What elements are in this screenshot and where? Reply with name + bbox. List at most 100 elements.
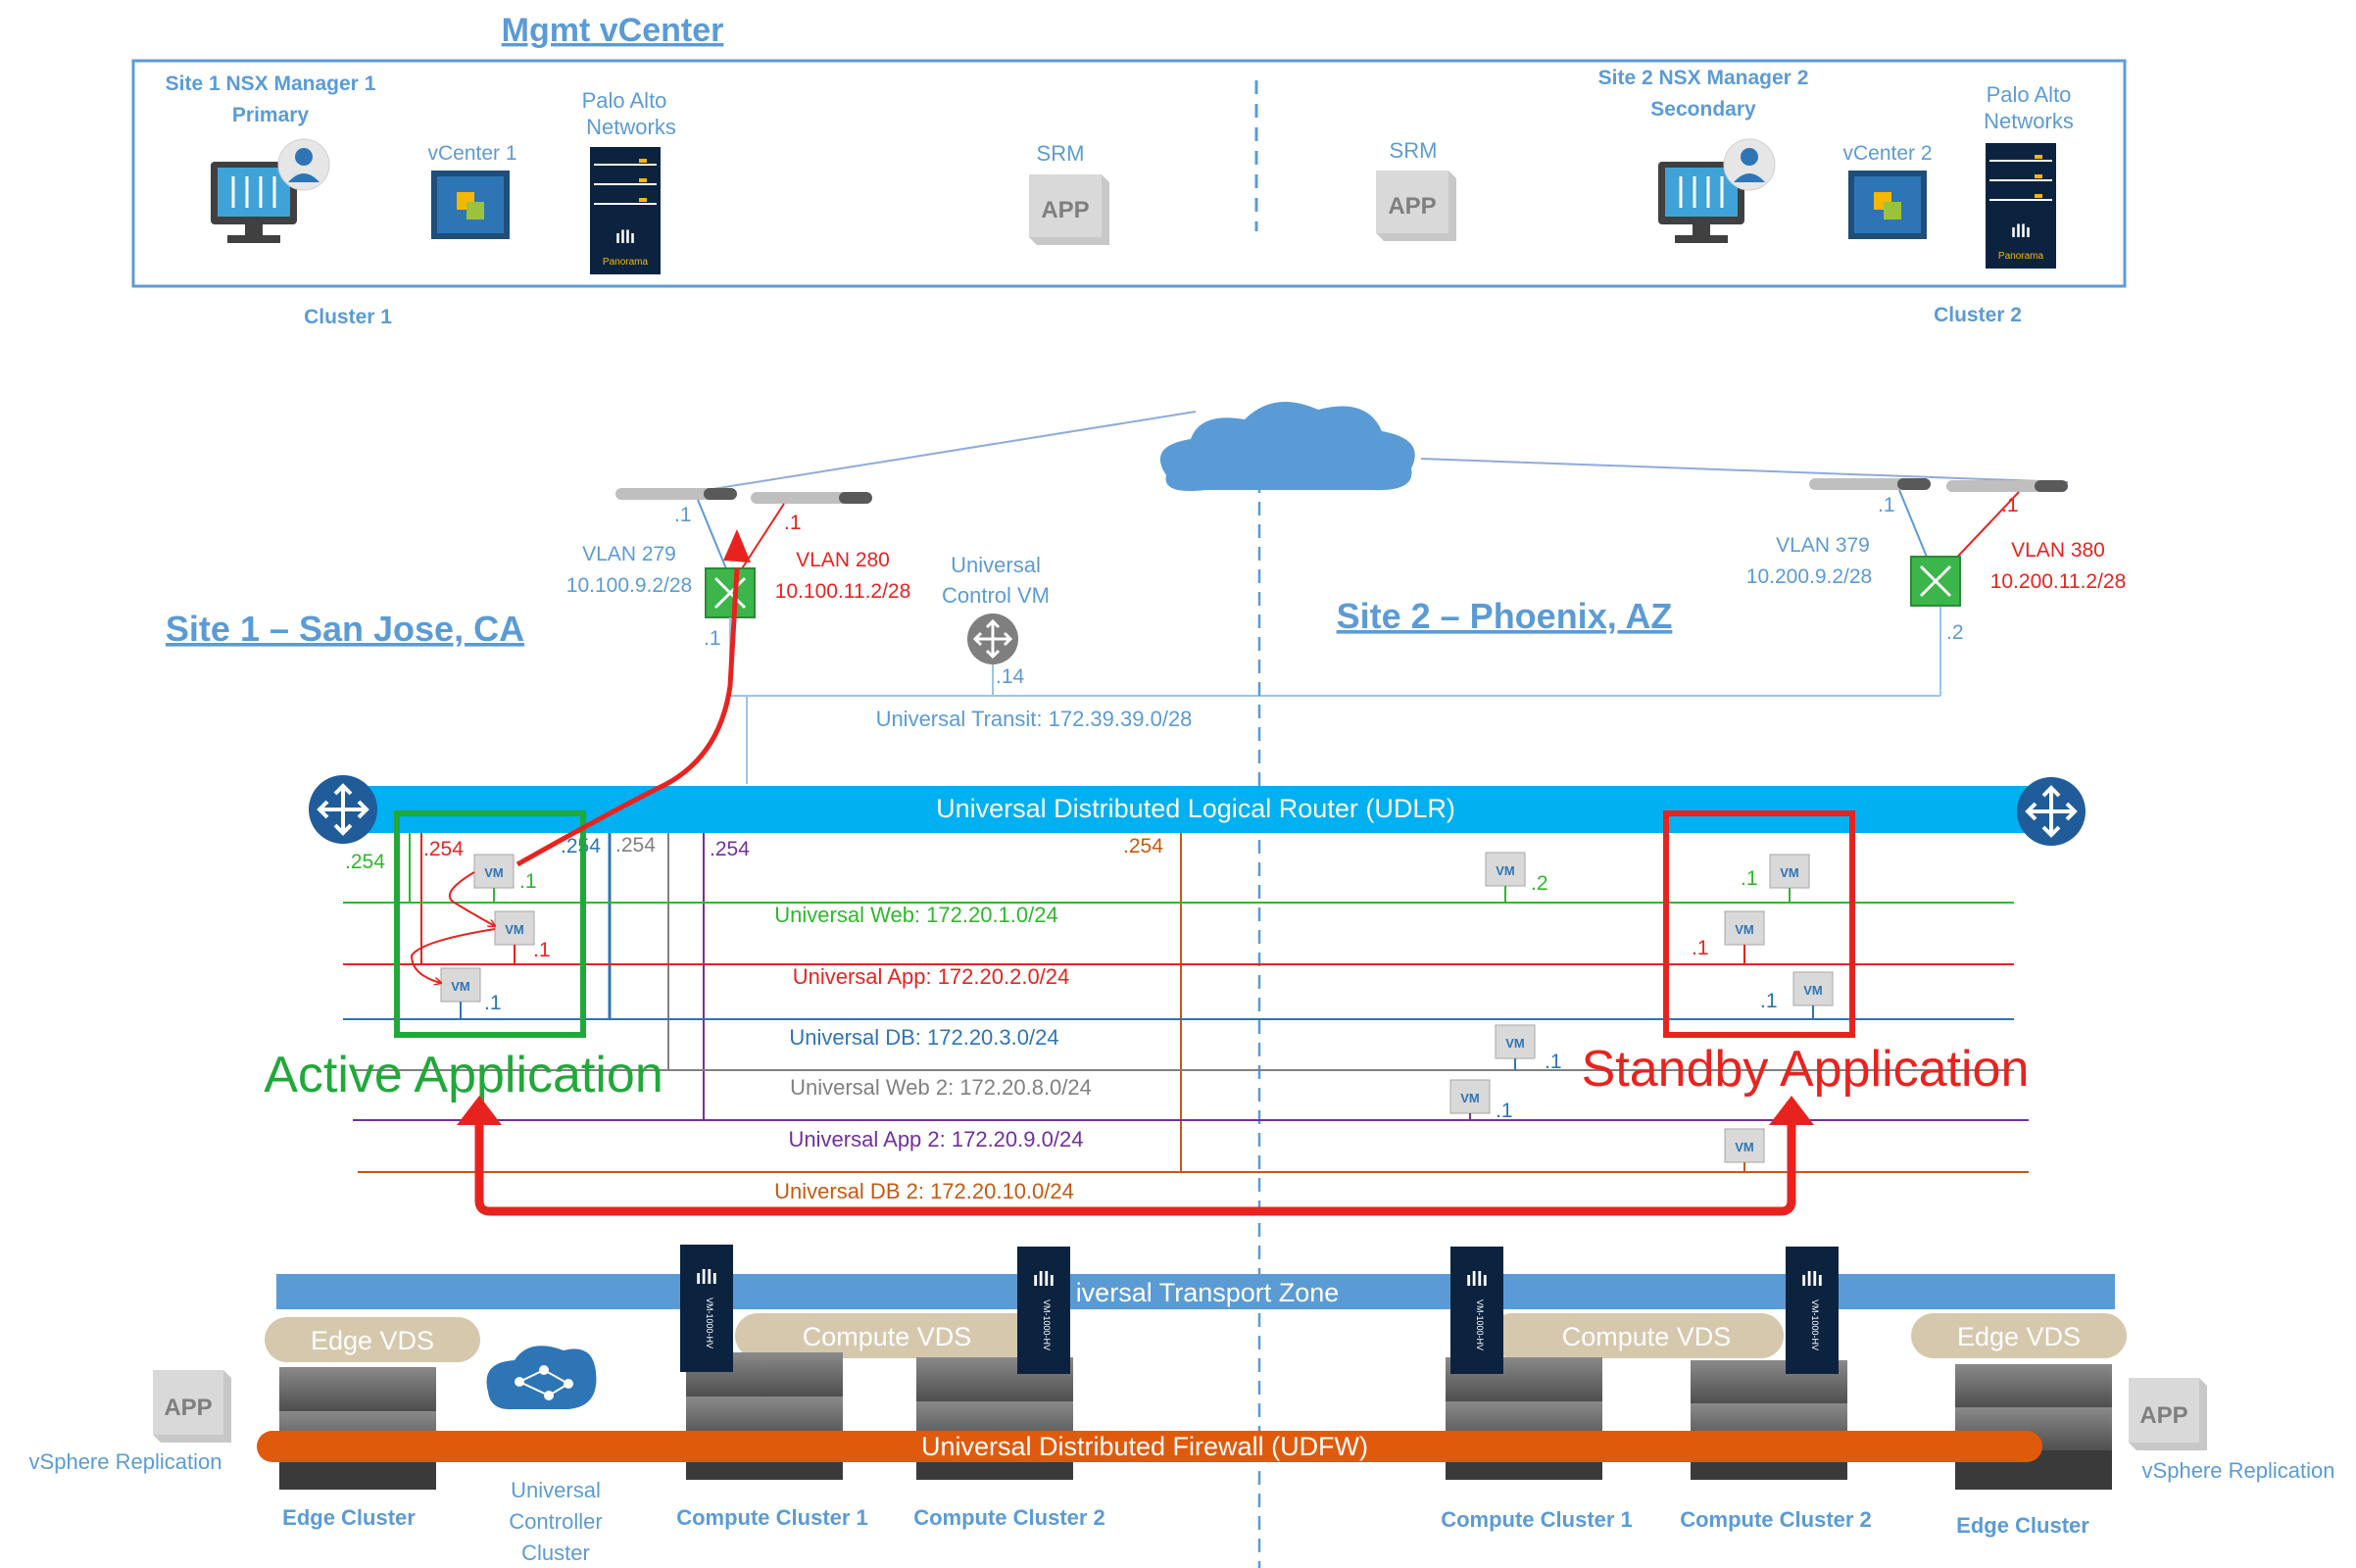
site2-db2-vm: VM xyxy=(1724,1128,1765,1172)
site1-app-vm: VM xyxy=(494,910,535,964)
vsphere-replication-right-label: vSphere Replication xyxy=(2142,1458,2335,1483)
site1-db-vm-ip: .1 xyxy=(484,992,502,1014)
srm1-app-text: APP xyxy=(1041,197,1089,223)
segment-db2-label: Universal DB 2: 172.20.10.0/24 xyxy=(774,1179,1074,1203)
svg-text:ıllı: ıllı xyxy=(615,227,635,247)
vcenter1-label: vCenter 1 xyxy=(427,142,516,165)
vlan280-ip: 10.100.11.2/28 xyxy=(775,580,911,603)
udlr-right-router-icon xyxy=(2017,777,2086,846)
svg-text:VM: VM xyxy=(1803,983,1823,998)
compute-cluster2-left-label: Compute Cluster 2 xyxy=(913,1505,1105,1530)
transit-network-label: Universal Transit: 172.39.39.0/28 xyxy=(876,707,1193,731)
active-application-label: Active Application xyxy=(264,1047,663,1103)
failover-arrowhead-right xyxy=(1769,1096,1814,1125)
site2-vlan379-gw: .1 xyxy=(1878,494,1895,516)
site2-web2-vm: VM xyxy=(1485,852,1526,903)
compute-vds-left xyxy=(735,1313,1058,1358)
uplink-vlan380 xyxy=(1947,491,2020,567)
vsphere-replication-left-label: vSphere Replication xyxy=(29,1449,222,1474)
site1-vlan280-gw: .1 xyxy=(784,512,802,534)
svg-text:ıllı: ıllı xyxy=(696,1267,717,1289)
wan-links xyxy=(675,411,2069,496)
control-vm-ip: .14 xyxy=(996,665,1025,688)
vcenter1-icon xyxy=(431,171,510,239)
segment-web-label: Universal Web: 172.20.1.0/24 xyxy=(774,903,1057,927)
failover-arrowhead-left xyxy=(457,1096,502,1125)
site2-standby-db-vm: VM xyxy=(1792,971,1834,1019)
vlan379-label: VLAN 379 xyxy=(1776,534,1870,557)
active-application-box xyxy=(394,810,586,1038)
edge-vds-right-label: Edge VDS xyxy=(1957,1322,2081,1351)
svg-text:VM-1000-HV: VM-1000-HV xyxy=(1475,1299,1485,1350)
universal-control-vm-label-line2: Control VM xyxy=(942,583,1050,608)
transit-network xyxy=(729,600,1941,784)
compute-cluster1-left-label: Compute Cluster 1 xyxy=(676,1505,868,1530)
srm2-label: SRM xyxy=(1390,138,1438,163)
edge-vds-right xyxy=(1911,1313,2127,1358)
standby-application-box xyxy=(1663,810,1855,1038)
segment-db-label: Universal DB: 172.20.3.0/24 xyxy=(789,1025,1058,1050)
svg-text:ıllı: ıllı xyxy=(1033,1269,1055,1291)
site1-title: Site 1 – San Jose, CA xyxy=(166,609,524,649)
svg-text:VM: VM xyxy=(1496,863,1515,878)
site2-vlan380-gw: .1 xyxy=(2001,494,2019,516)
vsphere-replication-right-app-icon: APP xyxy=(2129,1378,2207,1450)
site2-standby-app-vm: VM xyxy=(1724,910,1765,964)
segment-app-label: Universal App: 172.20.2.0/24 xyxy=(793,964,1070,989)
controller-cluster-label-line3: Cluster xyxy=(521,1541,590,1565)
site2-standby-web-vm-ip: .1 xyxy=(1741,867,1758,890)
compute-vds-left-label: Compute VDS xyxy=(803,1322,972,1351)
vcenter2-icon xyxy=(1848,171,1927,239)
svg-text:VM: VM xyxy=(484,865,504,880)
router-site1-b-icon xyxy=(751,492,872,504)
udlr-label: Universal Distributed Logical Router (UD… xyxy=(936,794,1455,823)
router-site2-b-icon xyxy=(1946,480,2068,492)
site2-web2-vm-ip: .2 xyxy=(1531,872,1548,895)
gw-web2: .254 xyxy=(615,834,656,857)
edge-cluster-right-servers xyxy=(1955,1364,2112,1490)
site1-db-vm: VM xyxy=(440,967,481,1019)
app-flow-arrows xyxy=(410,871,495,983)
site2-db-vm-extra: VM xyxy=(1495,1024,1536,1070)
uplink-vlan379 xyxy=(1898,489,1932,567)
gw-app: .254 xyxy=(423,838,464,860)
vlan380-label: VLAN 380 xyxy=(2011,539,2105,562)
vm-series-firewall-2: ıllı VM-1000-HV xyxy=(1017,1247,1070,1374)
site2-app2-vm-ip: .1 xyxy=(1496,1100,1513,1122)
controller-cluster-label-line2: Controller xyxy=(509,1509,602,1534)
uplink-vlan279 xyxy=(697,499,731,579)
udfw-bar xyxy=(257,1431,2042,1462)
mgmt-title: Mgmt vCenter xyxy=(502,12,724,49)
panorama-2-icon: ıllı Panorama xyxy=(1986,143,2056,269)
palo-alto-2-label-line1: Palo Alto xyxy=(1987,82,2072,107)
udlr-bar xyxy=(343,786,2053,833)
svg-text:ıllı: ıllı xyxy=(2011,221,2031,241)
edge-vds-left xyxy=(265,1317,480,1362)
router-site2-a-icon xyxy=(1809,478,1931,490)
site1-web-vm: VM xyxy=(473,854,515,903)
segment-app2-label: Universal App 2: 172.20.9.0/24 xyxy=(789,1127,1084,1152)
uplink-vlan280 xyxy=(736,503,785,577)
svg-text:VM: VM xyxy=(505,922,524,937)
site2-title: Site 2 – Phoenix, AZ xyxy=(1337,596,1673,636)
mgmt-box xyxy=(131,59,2127,288)
edge-vds-left-label: Edge VDS xyxy=(311,1326,434,1355)
site2-standby-db-vm-ip: .1 xyxy=(1760,990,1778,1012)
transport-zone-label: iversal Transport Zone xyxy=(1076,1278,1340,1307)
palo-alto-1-label-line1: Palo Alto xyxy=(582,88,667,113)
egress-arrowhead xyxy=(723,529,751,563)
north-south-egress-arrow xyxy=(515,567,740,867)
udlr-left-router-icon xyxy=(309,775,377,844)
palo-alto-1-label-line2: Networks xyxy=(586,115,676,139)
failover-arrow xyxy=(474,1117,1796,1216)
edge-gateway-site2-icon xyxy=(1910,556,1961,607)
svg-text:VM-1000-HV: VM-1000-HV xyxy=(1810,1299,1820,1350)
svg-text:VM: VM xyxy=(1505,1036,1525,1051)
site2-nsx-manager-label: Site 2 NSX Manager 2 xyxy=(1598,67,1809,89)
gw-app2: .254 xyxy=(710,838,750,860)
edge-cluster-right-label: Edge Cluster xyxy=(1956,1513,2089,1538)
segment-web2-label: Universal Web 2: 172.20.8.0/24 xyxy=(790,1075,1092,1100)
panorama-1-icon: ıllı Panorama xyxy=(590,147,661,274)
svg-text:VM: VM xyxy=(1780,865,1799,880)
